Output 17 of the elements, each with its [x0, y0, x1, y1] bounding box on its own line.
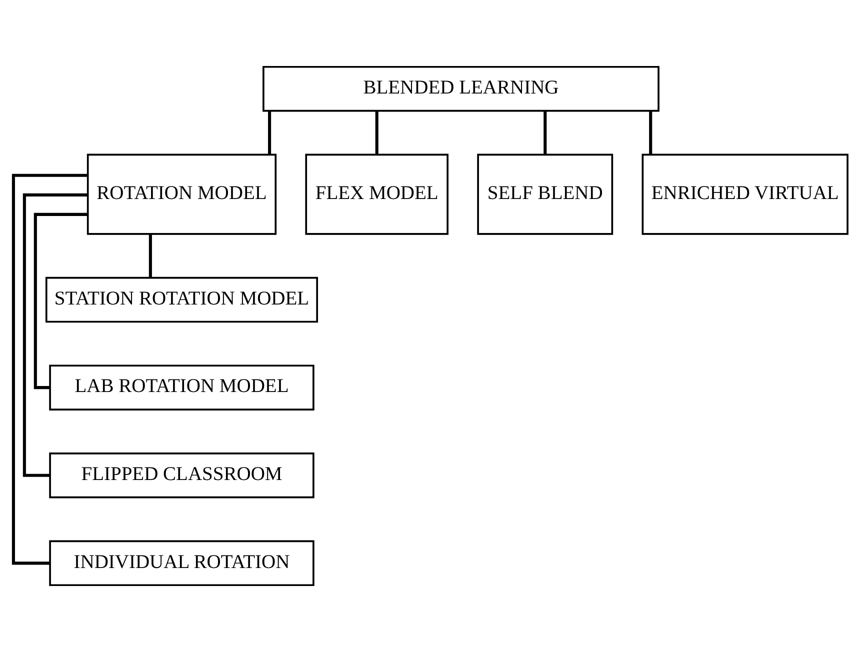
connector: [148, 234, 152, 278]
node-box: FLEX MODEL: [305, 153, 448, 234]
node-box: LAB ROTATION MODEL: [49, 364, 314, 410]
node-box: INDIVIDUAL ROTATION: [49, 540, 314, 586]
node-box: BLENDED LEARNING: [262, 65, 660, 112]
connector: [544, 110, 547, 154]
node-box: ENRICHED VIRTUAL: [642, 153, 848, 234]
node-box: FLIPPED CLASSROOM: [49, 452, 314, 498]
connector: [649, 110, 652, 154]
connector: [34, 212, 88, 389]
connector: [12, 173, 88, 564]
connector: [375, 110, 378, 154]
connector: [268, 110, 272, 154]
node-box: SELF BLEND: [477, 153, 614, 234]
node-box: STATION ROTATION MODEL: [45, 276, 318, 322]
node-box: ROTATION MODEL: [86, 153, 277, 234]
connector: [22, 192, 88, 476]
